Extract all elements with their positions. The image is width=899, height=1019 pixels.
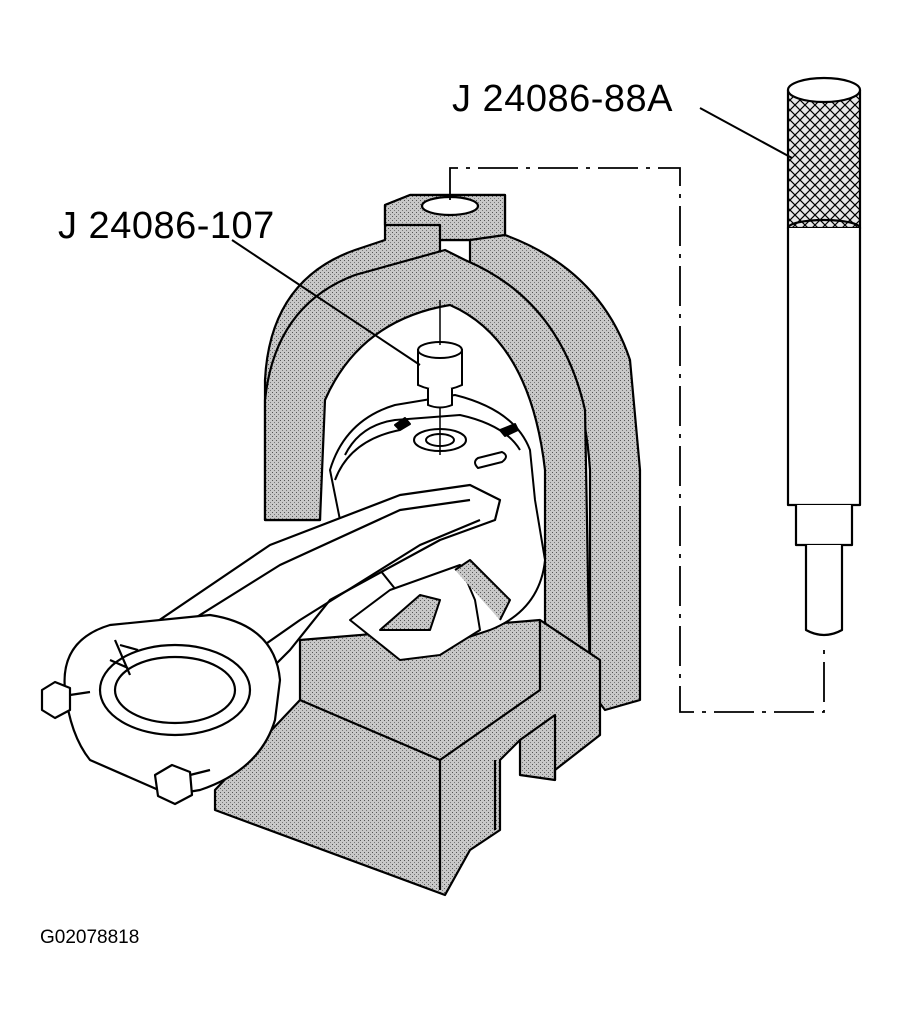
pin-remover-label: J 24086-88A <box>452 78 673 120</box>
alignment-path <box>449 167 825 713</box>
connecting-rod <box>40 483 502 806</box>
figure-id: G02078818 <box>40 927 140 948</box>
pin-adapter <box>417 300 463 455</box>
pin-remover <box>786 76 862 637</box>
v-block <box>349 559 511 661</box>
pin-adapter-label: J 24086-107 <box>58 205 275 247</box>
press-fixture <box>213 193 642 897</box>
leader-lines <box>231 107 793 366</box>
